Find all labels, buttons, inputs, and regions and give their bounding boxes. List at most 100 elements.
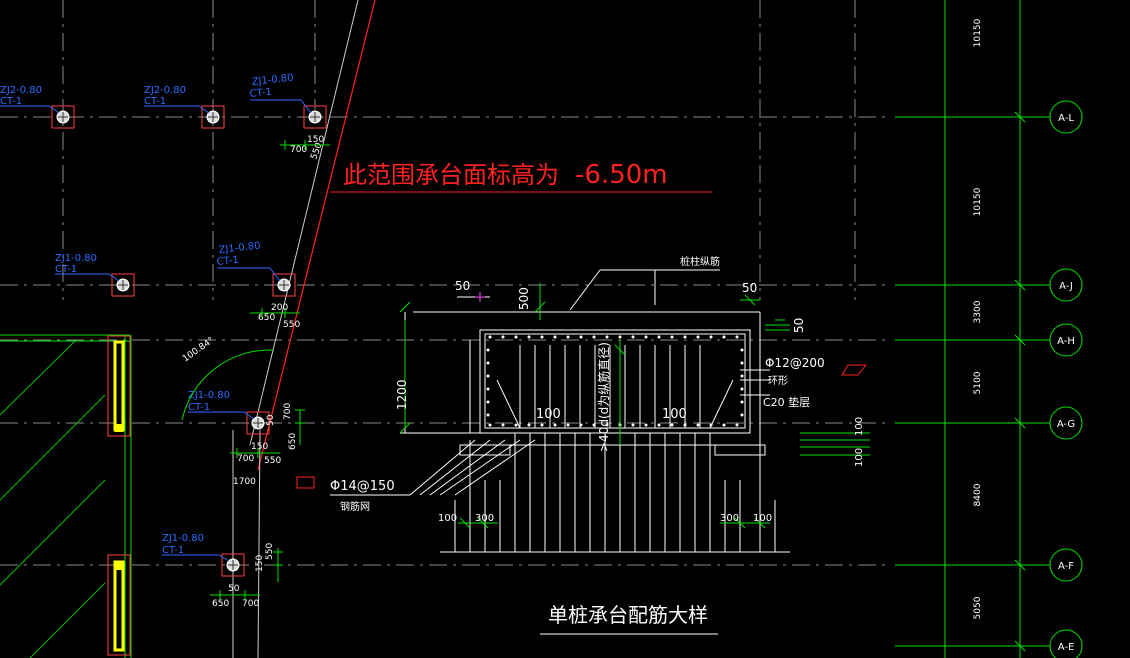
svg-text:环形: 环形 [768,375,788,387]
axis-ticks [1014,111,1026,652]
pile-cap-detail: 50 500 1200 50 50 桩柱纵筋 Φ12@200 环形 C20 垫层… [330,255,870,635]
svg-text:550: 550 [283,320,300,330]
pile-tags: ZJ2-0.80 CT-1 ZJ2-0.80 CT-1 ZJ1-0.80 CT-… [0,73,294,556]
svg-text:桩柱纵筋: 桩柱纵筋 [680,255,720,268]
pile-tag-5: ZJ1-0.80 CT-1 [216,241,261,268]
svg-text:A-E: A-E [1058,642,1075,653]
svg-text:700: 700 [290,145,307,155]
svg-text:CT-1: CT-1 [188,402,210,413]
svg-text:1700: 1700 [233,477,256,487]
svg-text:ZJ1-0.80: ZJ1-0.80 [218,241,261,256]
piles [0,99,327,577]
pile-tag-2: ZJ2-0.80 CT-1 [144,85,186,107]
svg-text:550: 550 [265,543,275,560]
pile-tag-7: ZJ1-0.80 CT-1 [162,533,204,556]
svg-text:50: 50 [455,279,470,293]
axis-bubble-a-j: A-J [1049,268,1083,302]
svg-text:150: 150 [255,555,265,572]
svg-text:50: 50 [266,414,276,426]
axis-dimension: 8400 [973,483,983,506]
detail-title: 单桩承台配筋大样 [548,603,708,627]
svg-text:100: 100 [438,513,457,524]
svg-text:CT-1: CT-1 [144,96,166,107]
svg-text:50: 50 [742,281,757,295]
wall-elements [107,335,131,656]
svg-text:Φ14@150: Φ14@150 [330,479,395,494]
pile-tag-1: ZJ2-0.80 CT-1 [0,85,42,107]
svg-text:200: 200 [271,303,288,313]
hatched-zone [0,334,132,658]
svg-text:ZJ1-0.80: ZJ1-0.80 [188,390,230,401]
svg-text:650: 650 [288,433,298,450]
svg-text:650: 650 [212,599,229,609]
svg-text:>40d(d为纵筋直径): >40d(d为纵筋直径) [596,342,611,452]
column-guides [232,0,359,658]
svg-text:300: 300 [475,513,494,524]
svg-text:C20 垫层: C20 垫层 [763,395,810,409]
svg-text:ZJ1-0.80: ZJ1-0.80 [162,533,204,544]
banner-text: 此范围承台面标高为 [343,161,559,189]
svg-text:CT-1: CT-1 [216,255,239,268]
axis-dimension: 3300 [973,300,983,323]
pile-tag-6: ZJ1-0.80 CT-1 [188,390,230,413]
pile-5 [217,267,296,297]
svg-text:ZJ2-0.80: ZJ2-0.80 [0,85,42,96]
svg-text:700: 700 [242,599,259,609]
svg-text:CT-1: CT-1 [55,264,77,275]
svg-text:A-H: A-H [1057,336,1075,347]
svg-text:100: 100 [662,407,687,422]
plan-dim-lines [210,140,330,600]
pile-4 [55,273,135,297]
svg-text:100: 100 [854,448,865,467]
pile-7 [162,553,245,577]
axis-dimension: 10150 [973,18,983,47]
svg-text:CT-1: CT-1 [0,96,22,107]
svg-text:150: 150 [251,442,268,452]
svg-text:A-G: A-G [1057,419,1075,430]
axis-bubble-a-l: A-L [1049,100,1083,134]
section-marker [296,476,315,489]
svg-text:A-F: A-F [1058,561,1074,572]
axis-bubble-a-h: A-H [1049,323,1083,357]
svg-text:550: 550 [264,456,281,466]
boundary-line [257,0,376,471]
pile-tag-4: ZJ1-0.80 CT-1 [55,253,97,275]
svg-text:50: 50 [792,318,806,333]
pile-tag-3: ZJ1-0.80 CT-1 [249,73,294,100]
svg-text:700: 700 [283,403,293,420]
svg-text:100: 100 [536,407,561,422]
svg-text:ZJ2-0.80: ZJ2-0.80 [144,85,186,96]
svg-text:A-J: A-J [1059,281,1073,292]
axis-dimension: 5050 [973,596,983,619]
axis-dimension: 10150 [973,187,983,216]
svg-text:1200: 1200 [395,379,409,410]
grid-lines [0,0,890,566]
svg-text:700: 700 [237,454,254,464]
plan-dimensions: 150 700 550 200 650 550 50 700 650 150 7… [212,135,325,609]
svg-text:A-L: A-L [1058,113,1074,124]
axis-bubble-a-g: A-G [1049,406,1083,440]
axis-lines [895,0,1050,658]
svg-text:Φ12@200: Φ12@200 [765,356,825,370]
svg-text:300: 300 [720,513,739,524]
svg-text:ZJ1-0.80: ZJ1-0.80 [251,73,294,88]
svg-text:650: 650 [258,313,275,323]
svg-text:150: 150 [307,135,324,145]
angle-arc [181,349,274,421]
pile-3 [250,99,327,129]
svg-text:钢筋网: 钢筋网 [340,500,370,513]
svg-text:500: 500 [517,287,531,310]
axis-bubble-a-e: A-E [1049,629,1083,658]
svg-text:100: 100 [753,513,772,524]
svg-text:CT-1: CT-1 [249,87,272,100]
pile-1 [0,105,75,129]
svg-text:ZJ1-0.80: ZJ1-0.80 [55,253,97,264]
pile-6 [188,411,270,435]
axis-bubble-a-f: A-F [1049,548,1083,582]
svg-text:50: 50 [228,584,240,594]
axis-bubbles: A-L A-J A-H A-G A-F A-E [1049,100,1083,658]
banner-level: -6.50m [575,160,668,190]
